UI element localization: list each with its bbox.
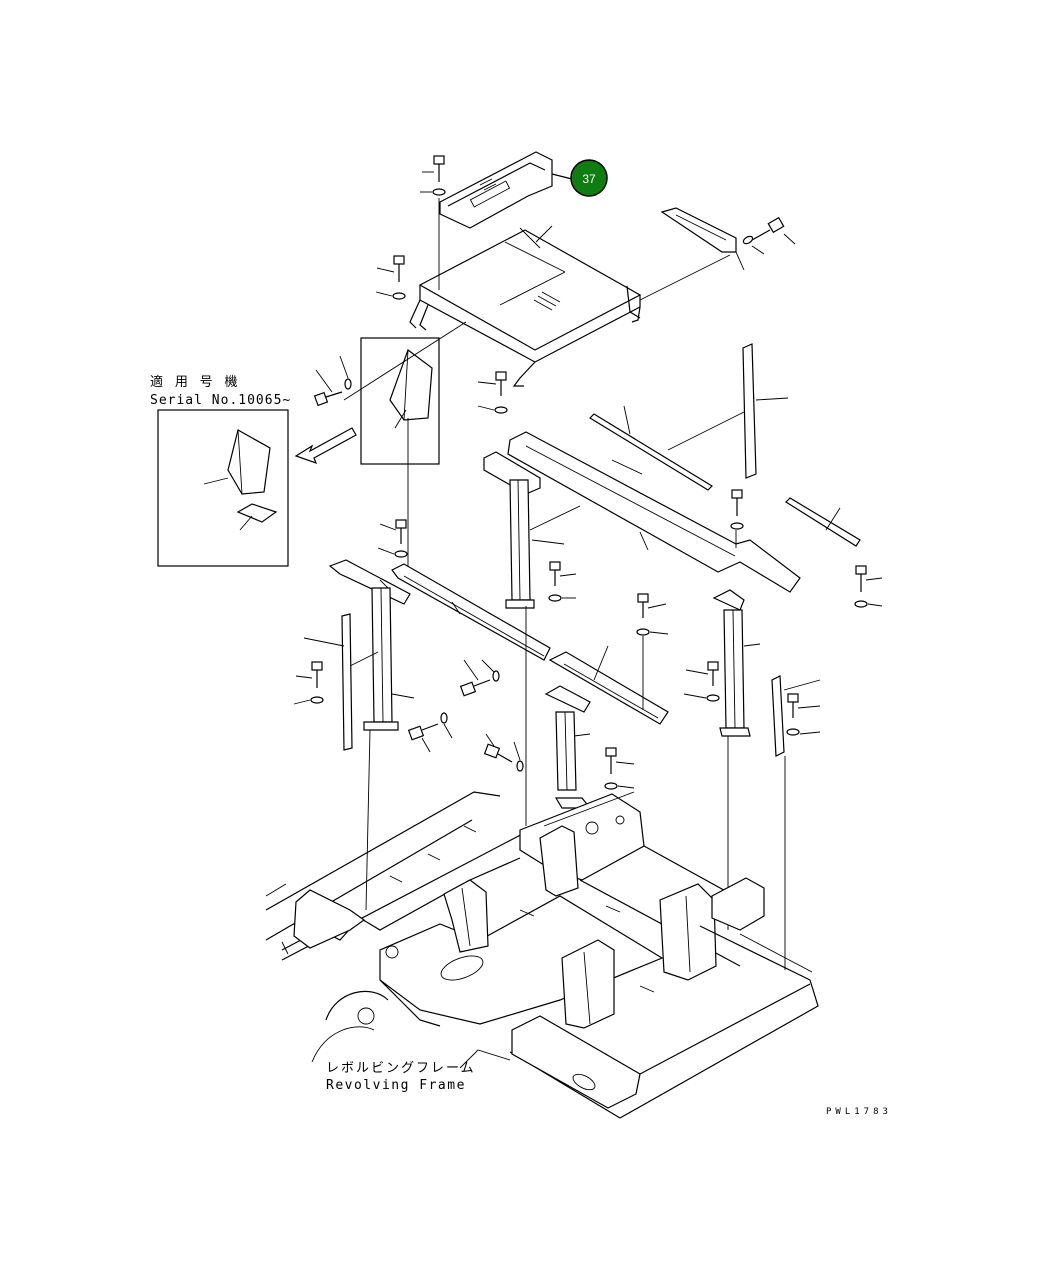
washer-icon xyxy=(477,405,508,414)
bolt-icon xyxy=(477,371,507,396)
long-beam xyxy=(507,431,801,593)
washer-icon xyxy=(420,188,446,196)
serial-note-en: Serial No.10065~ xyxy=(150,393,291,408)
assembly-lines xyxy=(365,198,786,970)
washer-icon xyxy=(375,291,406,300)
top-cover-plate xyxy=(439,151,553,229)
revolving-frame xyxy=(265,791,819,1119)
vertical-post xyxy=(742,343,789,479)
bolt-icon xyxy=(407,723,439,753)
callout-balloon[interactable]: 37 xyxy=(551,159,608,197)
washer-icon xyxy=(440,712,453,739)
washer-icon xyxy=(683,693,720,702)
bolt-icon xyxy=(637,593,667,618)
washer-icon xyxy=(786,728,821,736)
washer-icon xyxy=(548,594,576,602)
rod xyxy=(785,497,861,547)
frame-label-jp: レボルビングフレーム xyxy=(326,1061,476,1076)
vertical-post xyxy=(303,613,353,751)
bolt-icon xyxy=(855,565,883,592)
upper-frame xyxy=(409,225,731,387)
bolt-icon xyxy=(787,693,821,718)
serial-note-jp: 適 用 号 機 xyxy=(150,374,239,390)
serial-note: 適 用 号 機 Serial No.10065~ xyxy=(150,374,291,408)
middle-column xyxy=(544,685,592,809)
bolt-icon xyxy=(605,747,635,774)
bolt-icon xyxy=(422,155,445,182)
right-column xyxy=(712,589,761,737)
bolt-icon xyxy=(459,659,491,697)
frame-label-en: Revolving Frame xyxy=(326,1078,466,1093)
bolt-icon xyxy=(379,519,407,544)
washer-icon xyxy=(377,547,408,558)
arrow-icon xyxy=(294,427,357,465)
rod xyxy=(589,405,745,491)
side-bracket xyxy=(660,207,745,271)
left-column xyxy=(345,587,415,731)
washer-icon xyxy=(604,782,635,790)
bolt-icon xyxy=(483,733,513,763)
frame-label: レボルビングフレーム Revolving Frame xyxy=(326,1061,476,1093)
washer-icon xyxy=(742,235,765,255)
washer-icon xyxy=(513,741,524,772)
serial-detail-box xyxy=(343,321,467,465)
vertical-bracket xyxy=(771,675,821,757)
center-column xyxy=(483,451,581,609)
washer-icon xyxy=(854,600,883,608)
bolt-icon xyxy=(751,216,796,245)
washer-icon xyxy=(481,659,500,682)
bolt-icon xyxy=(685,661,719,686)
bolt-icon xyxy=(376,255,405,282)
washer-icon xyxy=(730,522,744,530)
washer-icon xyxy=(339,355,352,390)
bolt-icon xyxy=(549,561,577,586)
washer-icon xyxy=(636,628,669,636)
bolt-icon xyxy=(313,369,343,407)
serial-inset-box xyxy=(157,409,289,567)
middle-beam xyxy=(548,645,669,725)
callout-number: 37 xyxy=(582,172,596,186)
bolt-icon xyxy=(295,661,323,688)
washer-icon xyxy=(293,696,324,705)
bolt-icon xyxy=(731,489,743,516)
drawing-code: PWL1783 xyxy=(826,1107,892,1117)
